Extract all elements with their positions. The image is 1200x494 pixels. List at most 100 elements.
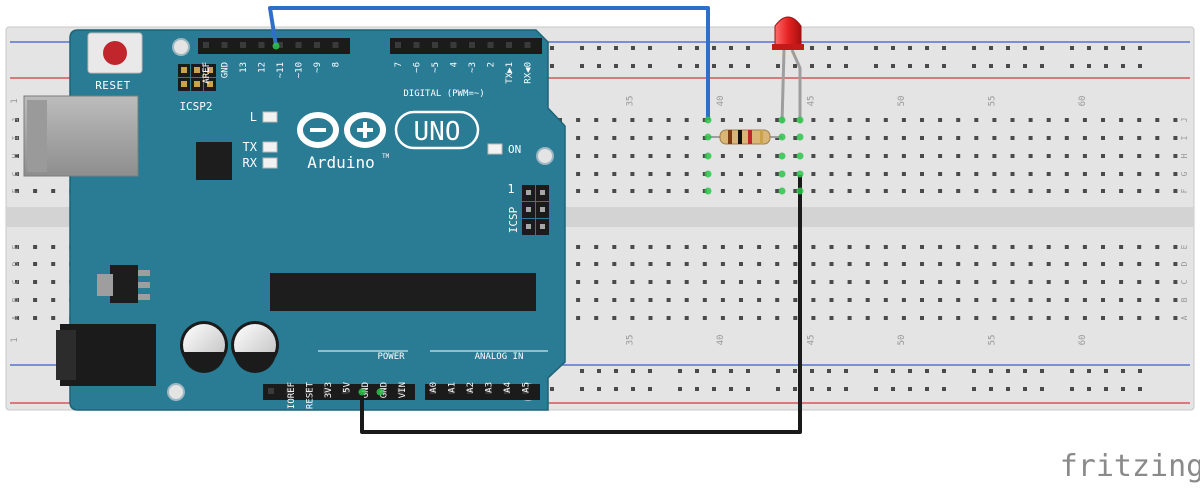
icsp-pin	[526, 224, 531, 229]
breadboard-hole	[1155, 189, 1160, 193]
breadboard-hole	[1137, 262, 1142, 266]
breadboard-hole	[1173, 189, 1178, 193]
digital-header-pin[interactable]	[203, 42, 209, 48]
digital-header-pin[interactable]	[487, 42, 494, 48]
digital-header-pin[interactable]	[221, 42, 228, 48]
breadboard-hole	[992, 172, 997, 176]
led-leg-anode	[790, 49, 802, 123]
rail-hole	[942, 64, 946, 68]
analog-header-pin[interactable]	[522, 388, 529, 394]
breadboard-hole	[576, 136, 581, 140]
power-header-pin[interactable]	[342, 388, 348, 394]
digital-header-pin[interactable]	[277, 42, 283, 48]
rail-hole	[712, 64, 716, 68]
breadboard-hole	[648, 118, 653, 122]
breadboard-hole	[847, 154, 852, 158]
breadboard-hole	[938, 172, 943, 176]
digital-header-pin[interactable]	[332, 42, 339, 48]
led-dome[interactable]	[774, 16, 802, 49]
rail-hole	[810, 46, 814, 50]
rail-hole	[942, 387, 946, 391]
breadboard-hole	[594, 136, 599, 140]
resistor[interactable]	[708, 129, 782, 145]
rail-hole	[1104, 46, 1108, 50]
power-analog-headers	[263, 384, 540, 400]
rail-hole	[648, 64, 652, 68]
breadboard-hole	[974, 189, 979, 193]
active-hole	[778, 116, 786, 124]
breadboard-hole	[847, 189, 852, 193]
breadboard-hole	[1101, 172, 1105, 176]
digital-header-pin[interactable]	[258, 42, 265, 48]
led-rim	[772, 44, 804, 50]
breadboard-hole	[612, 316, 617, 320]
rail-hole	[1087, 46, 1091, 50]
breadboard-hole	[612, 154, 617, 158]
digital-header-pin[interactable]	[240, 42, 246, 48]
analog-header-pin[interactable]	[504, 388, 510, 394]
rail-hole	[712, 369, 716, 373]
breadboard-hole	[829, 245, 834, 249]
breadboard-hole	[720, 245, 725, 249]
resistor-body[interactable]	[719, 129, 771, 145]
row-letter: H	[11, 153, 20, 158]
breadboard-hole	[847, 262, 852, 266]
rail-hole	[648, 369, 652, 373]
power-header-pin[interactable]	[323, 388, 330, 394]
led[interactable]	[772, 16, 804, 124]
breadboard-hole	[15, 316, 19, 320]
rail-hole	[580, 369, 584, 373]
breadboard-hole	[757, 298, 762, 302]
digital-header-pin[interactable]	[295, 42, 302, 48]
breadboard-hole	[1155, 280, 1160, 284]
digital-header-pin[interactable]	[524, 42, 531, 48]
power-header-pin[interactable]	[268, 388, 274, 394]
digital-header-pin[interactable]	[432, 42, 438, 48]
icsp-header	[522, 185, 549, 235]
analog-header-pin[interactable]	[467, 388, 473, 394]
digital-header-pin[interactable]	[469, 42, 475, 48]
breadboard-hole	[938, 316, 943, 320]
breadboard-hole	[739, 189, 743, 193]
power-header-pin[interactable]	[397, 388, 404, 394]
reset-button-cap[interactable]	[103, 41, 127, 65]
breadboard-hole	[594, 172, 599, 176]
breadboard-hole	[684, 245, 689, 249]
breadboard-hole	[920, 262, 924, 266]
digital-header-pin[interactable]	[314, 42, 320, 48]
power-pin-label: IOREF	[287, 382, 297, 409]
breadboard-hole	[33, 298, 38, 302]
breadboard-hole	[1119, 189, 1124, 193]
digital-header-pin[interactable]	[450, 42, 457, 48]
breadboard-hole	[992, 245, 997, 249]
power-header-pin[interactable]	[305, 388, 311, 394]
icsp-label: ICSP	[507, 206, 520, 233]
analog-pin-label: A3	[485, 382, 495, 393]
rail-hole	[550, 387, 554, 391]
digital-header-pin[interactable]	[506, 42, 512, 48]
wire-black-gnd[interactable]	[360, 175, 802, 434]
analog-header-pin[interactable]	[448, 388, 455, 394]
breadboard-hole	[829, 136, 834, 140]
rail-hole	[972, 64, 976, 68]
breadboard-hole	[757, 245, 762, 249]
breadboard-hole	[684, 298, 689, 302]
breadboard-hole	[15, 136, 19, 140]
digital-header-pin[interactable]	[413, 42, 420, 48]
breadboard-hole	[1155, 298, 1160, 302]
wire-blue-pin13[interactable]	[268, 6, 710, 120]
power-header-pin[interactable]	[286, 388, 293, 394]
breadboard-hole	[630, 262, 635, 266]
rail-hole	[746, 46, 750, 50]
digital-header-pin[interactable]	[395, 42, 401, 48]
rail-hole	[844, 387, 848, 391]
breadboard-hole	[1155, 136, 1160, 140]
analog-header-pin[interactable]	[430, 388, 436, 394]
rail-hole	[1121, 64, 1125, 68]
analog-header-pin[interactable]	[485, 388, 492, 394]
breadboard-hole	[648, 316, 653, 320]
breadboard-hole	[775, 245, 780, 249]
breadboard-hole	[648, 172, 653, 176]
breadboard-hole	[811, 262, 816, 266]
